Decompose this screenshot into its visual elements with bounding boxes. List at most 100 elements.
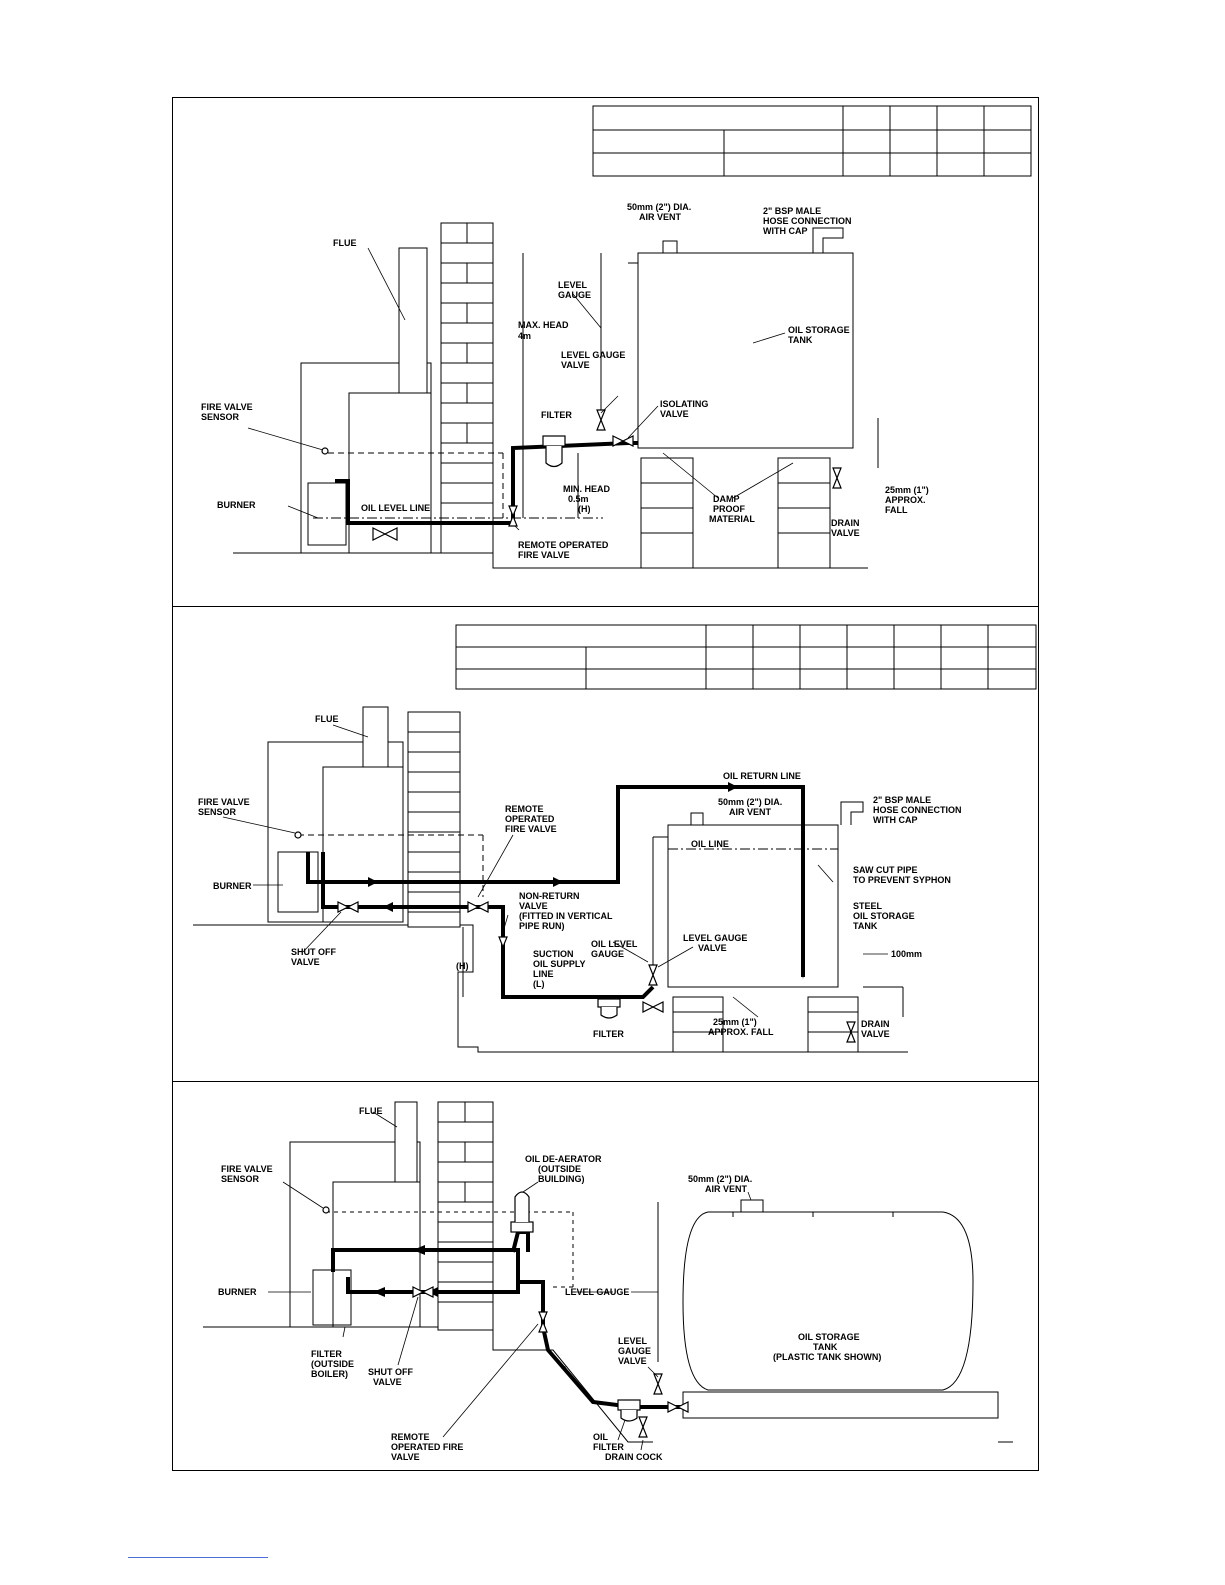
level-gauge-label: LEVEL GAUGE (565, 1287, 629, 1297)
hose-label: 2" BSP MALE (873, 795, 931, 805)
steel-tank-label-2: OIL STORAGE (853, 911, 915, 921)
level-gauge-valve-label: LEVEL GAUGE (683, 933, 747, 943)
min-head-label-3: (H) (578, 504, 591, 514)
hose-label-3: WITH CAP (763, 226, 808, 236)
shut-off-valve-icon (337, 901, 350, 913)
two-pipe-diagram: FLUE OIL RETURN LINE 2" BSP MALE HOSE CO… (193, 624, 1037, 1053)
level-gauge-valve-label-2: GAUGE (618, 1346, 651, 1356)
saw-cut-label: SAW CUT PIPE (853, 865, 918, 875)
min-head-label: MIN. HEAD (563, 484, 611, 494)
filter-bowl (600, 1007, 618, 1019)
hose-label-3: WITH CAP (873, 815, 918, 825)
non-return-label-4: PIPE RUN) (519, 921, 565, 931)
fire-sensor-label-2: SENSOR (201, 412, 240, 422)
drain-cock-icon (638, 1416, 648, 1429)
shut-off-label-2: VALVE (291, 957, 320, 967)
isolating-label-2: VALVE (660, 409, 689, 419)
dimension-100mm-label: 100mm (891, 949, 922, 959)
fire-valve-label-2: OPERATED FIRE (391, 1442, 463, 1452)
non-return-valve-icon (498, 936, 508, 949)
fire-sensor-icon (294, 831, 302, 839)
tank-label-3: (PLASTIC TANK SHOWN) (773, 1352, 881, 1362)
deaerator-label: OIL DE-AERATOR (525, 1154, 602, 1164)
non-return-label-3: (FITTED IN VERTICAL (519, 911, 613, 921)
shut-off-valve-icon (412, 1286, 425, 1298)
level-gauge-label: LEVEL (558, 280, 588, 290)
fire-valve-icon (467, 901, 480, 913)
fire-sensor-icon (321, 447, 329, 455)
fire-valve-label: REMOTE OPERATED (518, 540, 609, 550)
drain-label-2: VALVE (861, 1029, 890, 1039)
fall-label: 25mm (1") (713, 1017, 757, 1027)
fire-sensor-label: FIRE VALVE (221, 1164, 273, 1174)
tank-label-2: TANK (788, 335, 813, 345)
fire-sensor-label-2: SENSOR (221, 1174, 260, 1184)
deaerator-icon (514, 1191, 530, 1222)
oil-storage-tank (628, 227, 854, 449)
drain-cock-label: DRAIN COCK (605, 1452, 663, 1462)
deaerator-base (510, 1221, 534, 1233)
panel-deaerator: FLUE OIL DE-AERATOR (OUTSIDE BUILDING) F… (172, 1081, 1039, 1471)
steel-tank-label-3: TANK (853, 921, 878, 931)
drain-label: DRAIN (831, 518, 860, 528)
fire-valve-icon (508, 505, 518, 518)
air-vent-label-2: AIR VENT (639, 212, 682, 222)
tank-label: OIL STORAGE (798, 1332, 860, 1342)
drain-valve-icon (846, 1021, 856, 1034)
filter-label: FILTER (593, 1029, 624, 1039)
drain-label-2: VALVE (831, 528, 860, 538)
fire-valve-label-3: FIRE VALVE (505, 824, 557, 834)
deaerator-label-3: BUILDING) (538, 1174, 585, 1184)
oil-level-gauge-label-2: GAUGE (591, 949, 624, 959)
flue-label: FLUE (333, 238, 357, 248)
level-gauge-valve-label-3: VALVE (618, 1356, 647, 1366)
boiler (300, 247, 432, 554)
filter-bowl (545, 446, 563, 468)
steel-tank-label: STEEL (853, 901, 883, 911)
fire-valve-label: REMOTE (391, 1432, 430, 1442)
shut-off-label: SHUT OFF (291, 947, 336, 957)
oil-filter-label: OIL (593, 1432, 609, 1442)
tank-valve-icon (667, 1401, 680, 1413)
fire-valve-label-2: FIRE VALVE (518, 550, 570, 560)
suction-label-2: OIL SUPPLY (533, 959, 586, 969)
level-gauge-valve-label: LEVEL (618, 1336, 648, 1346)
level-gauge-valve-label: LEVEL GAUGE (561, 350, 625, 360)
level-gauge-label-2: GAUGE (558, 290, 591, 300)
fall-label-3: FALL (885, 505, 908, 515)
oil-filter-label-2: FILTER (593, 1442, 624, 1452)
fall-label-2: APPROX. FALL (708, 1027, 774, 1037)
isolating-valve-icon (642, 1001, 655, 1013)
fire-valve-icon (538, 1311, 548, 1324)
air-vent-label-2: AIR VENT (729, 807, 772, 817)
hose-label-2: HOSE CONNECTION (873, 805, 962, 815)
fire-valve-label-3: VALVE (391, 1452, 420, 1462)
max-head-label-2: 4m (518, 331, 531, 341)
saw-cut-label-2: TO PREVENT SYPHON (853, 875, 951, 885)
filter-label: FILTER (311, 1349, 342, 1359)
h-label: (H) (456, 961, 469, 971)
level-gauge-valve-label-2: VALVE (698, 943, 727, 953)
gravity-feed-diagram: FLUE 50mm (2") DIA. AIR VENT 2" BSP MALE… (201, 105, 1032, 569)
suction-label: SUCTION (533, 949, 574, 959)
min-head-label-2: 0.5m (568, 494, 589, 504)
air-vent-label: 50mm (2") DIA. (688, 1174, 752, 1184)
deaerator-label-2: (OUTSIDE (538, 1164, 581, 1174)
oil-filter-bowl (620, 1410, 638, 1422)
fire-sensor-label: FIRE VALVE (201, 402, 253, 412)
oil-filter-icon (617, 1399, 641, 1411)
shut-off-label-2: VALVE (373, 1377, 402, 1387)
burner-label: BURNER (218, 1287, 257, 1297)
damp-label: DAMP (713, 494, 740, 504)
flue-label: FLUE (315, 714, 339, 724)
oil-return-pipe (306, 785, 805, 977)
level-gauge-valve-icon (653, 1373, 663, 1386)
filter-icon (542, 435, 566, 447)
burner-label: BURNER (213, 881, 252, 891)
empty-table (455, 624, 1037, 690)
fall-label-2: APPROX. (885, 495, 926, 505)
max-head-label: MAX. HEAD (518, 320, 569, 330)
suction-pipe (483, 905, 655, 999)
oil-level-gauge-label: OIL LEVEL (591, 939, 638, 949)
level-gauge-valve-icon (596, 409, 606, 422)
